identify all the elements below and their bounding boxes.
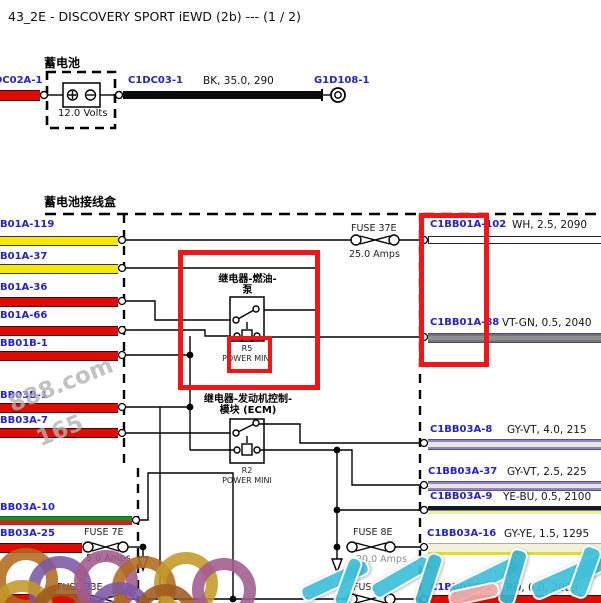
- battery-wire-spec: BK, 35.0, 290: [203, 75, 274, 87]
- wire-label: BB03A-10: [0, 502, 55, 513]
- wire-bar: [0, 516, 132, 525]
- relay-ecm-type: POWER MINI: [222, 476, 272, 485]
- battery-connector-left-label: DC02A-1: [0, 75, 43, 86]
- fuse-37e-amps: 25.0 Amps: [349, 249, 400, 260]
- wire-bar: [428, 506, 601, 514]
- wire-bar-battery-ground: [123, 91, 322, 99]
- wire-spec: WH, 2.5, 2090: [512, 219, 588, 231]
- wire-label: BB03B-1: [0, 390, 48, 401]
- wire-bar: [0, 428, 118, 438]
- wire-label: BB03A-7: [0, 415, 49, 426]
- relay-fuel-pump-title-1: 继电器-燃油-: [218, 274, 277, 285]
- wire-bar: [0, 403, 118, 413]
- wire-label: B01A-119: [0, 219, 55, 230]
- wire-spec: GY-VT, 2.5, 225: [507, 466, 587, 478]
- junction-box-label: 蓄电池接线盒: [44, 195, 117, 209]
- connector-label: C1BB03A-37: [428, 466, 498, 477]
- wire-spec: GY-VT, 4.0, 215: [507, 424, 587, 436]
- relay-ecm-title-1: 继电器-发动机控制-: [203, 394, 293, 405]
- battery-connector-right-label: C1DC03-1: [128, 75, 183, 86]
- connector-label: C1BB01A-88: [430, 317, 500, 328]
- wire-bar: [0, 351, 118, 361]
- page-title: 43_2E - DISCOVERY SPORT iEWD (2b) --- (1…: [8, 9, 301, 24]
- wire-bar-battery-feed: [0, 90, 40, 101]
- fuse-8e-label: FUSE 8E: [353, 527, 393, 538]
- wire-label: B01A-37: [0, 251, 48, 262]
- connector-label: C1BB03A-16: [427, 528, 497, 539]
- wire-spec: GY-YE, 1.5, 1295: [504, 528, 590, 540]
- fuse-7e-label: FUSE 7E: [84, 527, 124, 538]
- relay-fuel-pump-type: POWER MINI: [222, 354, 272, 363]
- wire-label: BB03A-25: [0, 528, 55, 539]
- connector-label: C1BB03A-8: [430, 424, 493, 435]
- annotation-highlight-connectors: [419, 213, 489, 367]
- connector-label: C1BB01A-102: [430, 219, 507, 230]
- wire-bar: [0, 236, 118, 246]
- wire-bar: [0, 297, 118, 307]
- relay-ecm-title-2: 模块 (ECM): [219, 405, 277, 416]
- connector-label: C1BB03A-9: [430, 491, 493, 502]
- wire-label: BB01B-1: [0, 338, 48, 349]
- battery-voltage: 12.0 Volts: [58, 108, 108, 119]
- wire-bar: [428, 236, 601, 244]
- wire-bar: [428, 333, 601, 343]
- fuse-bottom-label: FUSE: [353, 582, 378, 593]
- fuse-37e-label: FUSE 37E: [351, 223, 397, 234]
- fuse-8e-amps: 20.0 Amps: [356, 554, 407, 565]
- annotation-highlight-relay-id: [227, 336, 272, 373]
- wire-label: B01A-66: [0, 310, 48, 321]
- wire-bar: [0, 264, 118, 274]
- wire-spec: YE-BU, 0.5, 2100: [503, 491, 592, 503]
- relay-fuel-pump-title-2: 泵: [242, 285, 253, 296]
- relay-fuel-pump-id: R5: [241, 344, 253, 353]
- ground-label: G1D108-1: [314, 75, 370, 86]
- battery-label: 蓄电池: [44, 56, 81, 70]
- wire-spec: VT-GN, 0.5, 2040: [502, 317, 592, 329]
- wire-label: B01A-36: [0, 282, 48, 293]
- wire-bar: [428, 439, 601, 450]
- wire-bar: [428, 481, 601, 491]
- annotation-highlight-relay: [178, 250, 320, 390]
- wire-bar: [0, 326, 118, 336]
- relay-ecm-id: R2: [241, 466, 253, 475]
